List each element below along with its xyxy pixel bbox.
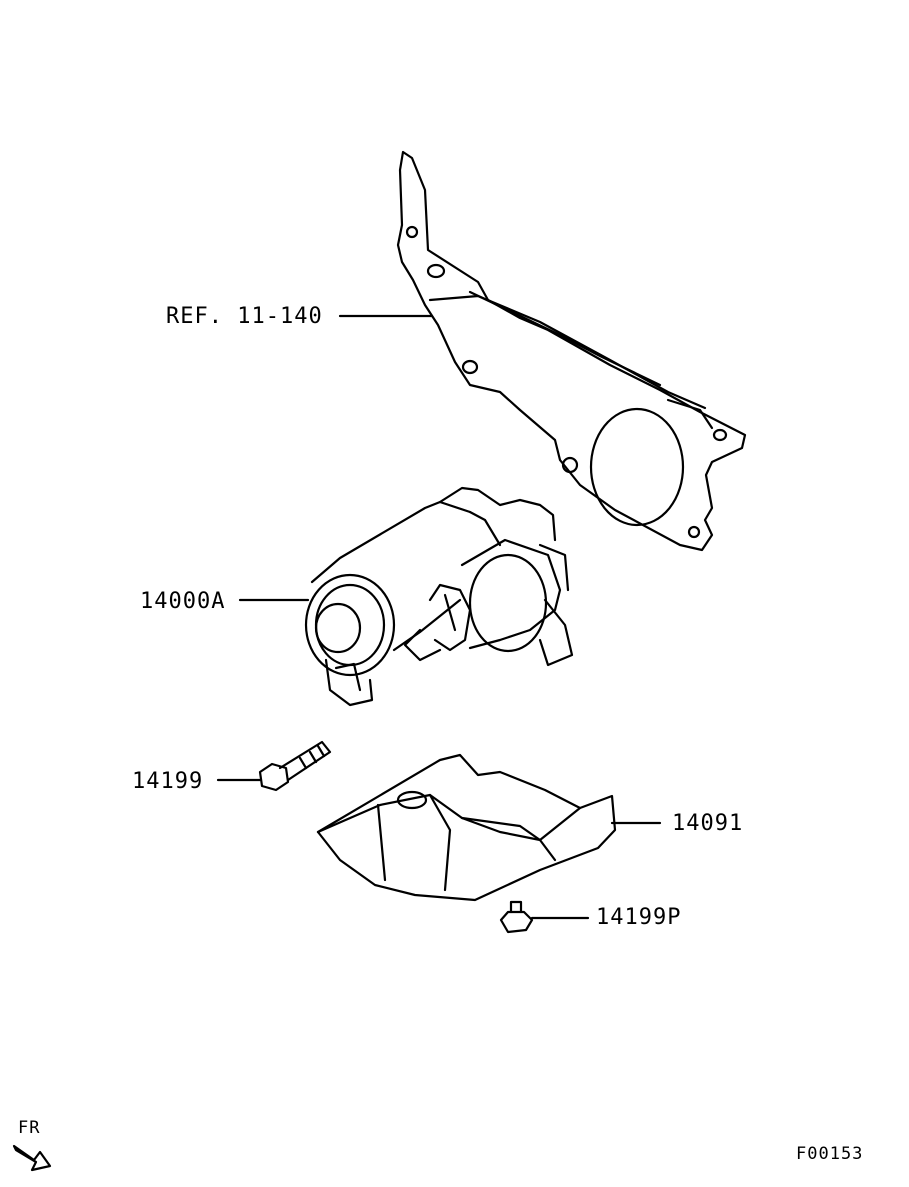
nut-part-number: 14199P xyxy=(596,905,682,930)
rear-plate xyxy=(396,150,747,552)
front-label: FR xyxy=(18,1118,41,1138)
bolt-part-number: 14199 xyxy=(132,769,204,794)
flange-nut xyxy=(499,900,534,934)
starter-cover xyxy=(316,753,617,902)
cover-part-number: 14091 xyxy=(672,811,744,836)
front-arrow-icon xyxy=(12,1144,52,1172)
ref-label: REF. 11-140 xyxy=(166,304,323,329)
starter-part-number: 14000A xyxy=(140,589,226,614)
figure-number: F00153 xyxy=(796,1144,864,1164)
bolt xyxy=(258,740,332,792)
starter-motor xyxy=(304,486,574,707)
leader-lines xyxy=(216,314,662,920)
